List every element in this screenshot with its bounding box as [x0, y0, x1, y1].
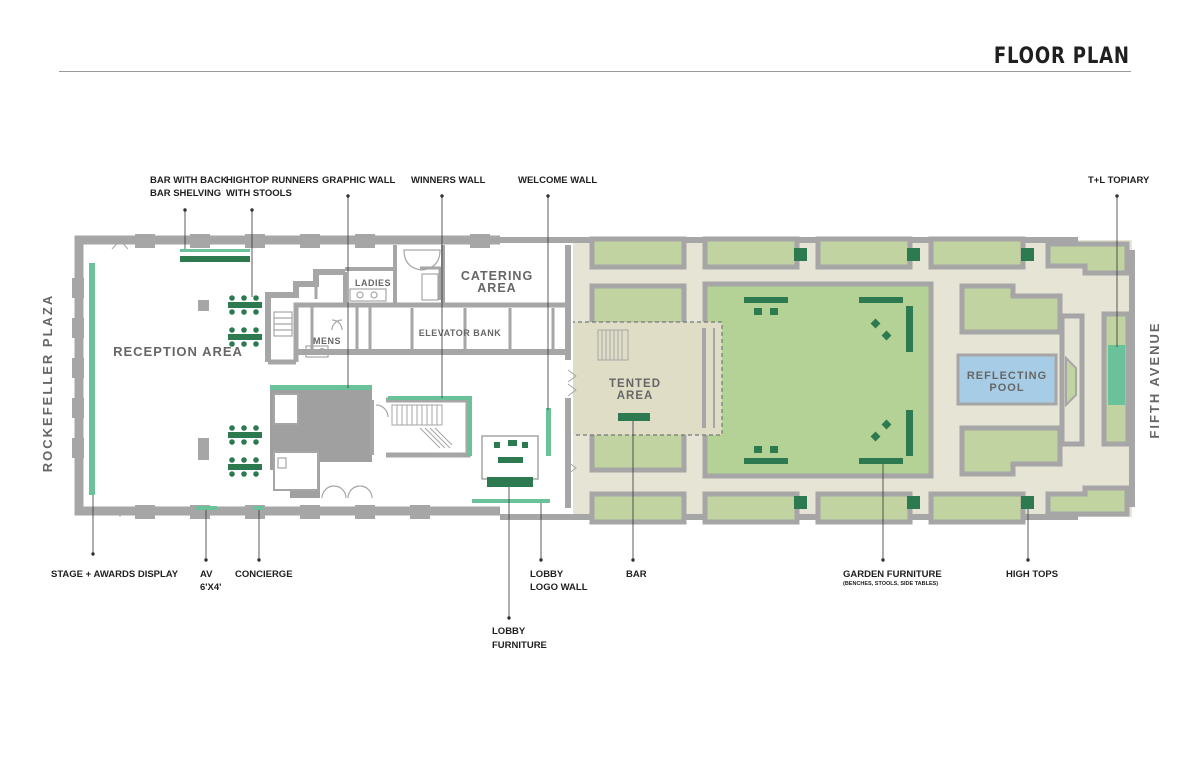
- building: RECEPTION AREA LADIES: [72, 234, 577, 519]
- high-top-table: [794, 248, 807, 261]
- concierge-desk: [253, 506, 264, 510]
- tented-label-line2: AREA: [617, 390, 654, 402]
- rockefeller-plaza-label: ROCKEFELLER PLAZA: [40, 294, 55, 472]
- callout-topiary: T+L TOPIARY: [1088, 175, 1150, 186]
- tent-stair: [597, 329, 629, 361]
- title-rule: [59, 71, 1131, 72]
- planter: [928, 236, 1026, 270]
- welcome-wall: [546, 408, 551, 456]
- reception-label: RECEPTION AREA: [113, 344, 243, 359]
- planter: [589, 283, 687, 327]
- graphic-wall: [270, 385, 372, 390]
- callout-bar-shelving-2: BAR SHELVING: [150, 188, 221, 199]
- planter: [959, 283, 1063, 335]
- ladies-label: LADIES: [355, 278, 391, 288]
- lobby-furniture: [487, 440, 533, 487]
- corner-door: [111, 506, 129, 517]
- lobby-logo-wall: [472, 499, 550, 503]
- tent-stair-treads: [601, 330, 623, 360]
- high-top-table: [1021, 248, 1034, 261]
- av-screen: [195, 506, 217, 510]
- east-doors: [567, 369, 577, 475]
- callout-winners-wall: WINNERS WALL: [411, 175, 486, 186]
- planter: [589, 491, 687, 525]
- catering-label-line2: AREA: [477, 281, 516, 295]
- callout-hightop-2: WITH STOOLS: [226, 188, 292, 199]
- restroom-fixtures: [273, 249, 441, 358]
- fifth-avenue-label: FIFTH AVENUE: [1147, 321, 1162, 438]
- callouts: BAR WITH BACK BAR SHELVING HIGHTOP RUNNE…: [51, 175, 1150, 651]
- planter: [702, 491, 800, 525]
- leader-lines: [91, 194, 1119, 620]
- callout-garden-furniture: GARDEN FURNITURE: [843, 569, 942, 580]
- planter: [589, 236, 687, 270]
- planter: [702, 236, 800, 270]
- bar: [180, 256, 250, 262]
- callout-stage: STAGE + AWARDS DISPLAY: [51, 569, 179, 580]
- catering-label-line1: CATERING: [461, 269, 533, 283]
- callout-av-1: AV: [200, 569, 213, 580]
- mens-label: MENS: [313, 336, 341, 346]
- callout-lobby-logo-1: LOBBY: [530, 569, 564, 580]
- callout-lobby-furniture-2: FURNITURE: [492, 640, 547, 651]
- planter: [1045, 485, 1130, 517]
- high-top-table: [907, 496, 920, 509]
- column: [198, 300, 209, 311]
- winners-wall: [388, 396, 472, 456]
- callout-high-tops: HIGH TOPS: [1006, 569, 1058, 580]
- reflecting-pool: [956, 353, 1058, 406]
- column: [198, 438, 209, 460]
- planter: [1065, 355, 1077, 408]
- tented-bar: [618, 413, 650, 421]
- high-top-table: [907, 248, 920, 261]
- lower-core: [270, 388, 471, 499]
- corner-door: [111, 239, 129, 250]
- callout-av-2: 6'X4': [200, 582, 221, 593]
- pool-label-line1: REFLECTING: [967, 370, 1047, 382]
- pool-label-line2: POOL: [989, 382, 1024, 394]
- callout-welcome-wall: WELCOME WALL: [518, 175, 597, 186]
- callout-hightop-1: HIGHTOP RUNNERS: [226, 175, 319, 186]
- wall-piers: [72, 234, 490, 519]
- planter: [928, 491, 1026, 525]
- callout-concierge: CONCIERGE: [235, 569, 293, 580]
- garden-furniture: [744, 297, 913, 464]
- stage: [89, 263, 95, 495]
- callout-garden-furniture-sub: (BENCHES, STOOLS, SIDE TABLES): [843, 581, 938, 587]
- planter: [815, 491, 913, 525]
- tented-label-line1: TENTED: [609, 378, 661, 390]
- elevator-label: ELEVATOR BANK: [419, 328, 502, 338]
- planter: [815, 236, 913, 270]
- callout-graphic-wall: GRAPHIC WALL: [322, 175, 396, 186]
- central-lawn: [702, 281, 934, 479]
- callout-lobby-furniture-1: LOBBY: [492, 626, 526, 637]
- bar-shelving: [180, 249, 250, 252]
- callout-bar: BAR: [626, 569, 647, 580]
- planter: [1045, 241, 1130, 276]
- callout-lobby-logo-2: LOGO WALL: [530, 582, 588, 593]
- callout-bar-shelving-1: BAR WITH BACK: [150, 175, 228, 186]
- topiary-marker: [1108, 345, 1125, 405]
- page-title: FLOOR PLAN: [993, 44, 1130, 69]
- hightop-runners: [228, 295, 262, 477]
- planter: [589, 429, 687, 473]
- garden-section: REFLECTING POOL: [500, 236, 1135, 525]
- upper-core: [265, 245, 565, 365]
- high-top-table: [794, 496, 807, 509]
- high-top-table: [1021, 496, 1034, 509]
